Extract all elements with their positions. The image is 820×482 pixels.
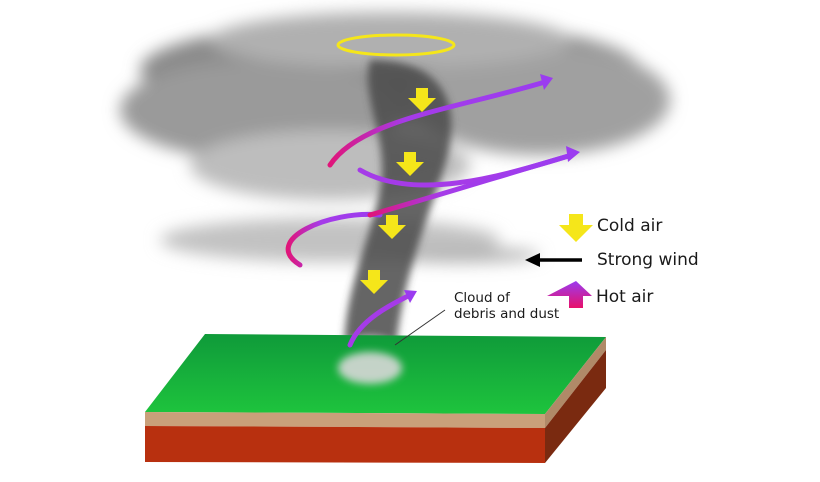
- legend-hot-air-label: Hot air: [596, 287, 654, 307]
- cold-air-legend-icon: [559, 214, 593, 242]
- storm-cloud: [120, 12, 670, 263]
- debris-annotation-line2: debris and dust: [454, 306, 560, 322]
- debris-annotation: Cloud of debris and dust: [454, 290, 559, 322]
- annotation-leader-line: [394, 309, 446, 346]
- hot-air-spiral: [285, 79, 575, 348]
- strong-wind-legend-icon: [525, 253, 582, 267]
- hot-air-legend-icon: [547, 281, 592, 308]
- spiral-arrowheads: [404, 74, 580, 303]
- debris-annotation-line1: Cloud of: [454, 290, 510, 306]
- debris-cloud: [338, 352, 402, 384]
- cold-air-arrows: [360, 88, 436, 294]
- rotation-ring: [336, 33, 456, 57]
- legend-strong-wind-label: Strong wind: [597, 250, 699, 270]
- legend-cold-air-label: Cold air: [597, 216, 663, 236]
